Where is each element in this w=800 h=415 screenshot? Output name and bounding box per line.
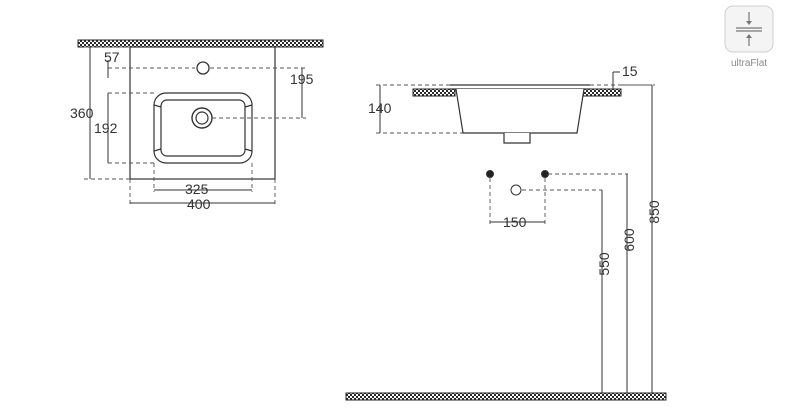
plan-tap-hole [196,61,210,75]
water-supply-left [486,170,494,178]
installation-view [345,84,667,401]
floor-hatch [345,392,667,401]
drain-point [510,184,522,196]
side-counter-hatch-left [412,88,456,97]
dim-drain-height: 550 [596,252,612,276]
dim-bowl-width: 325 [185,181,209,197]
water-supply-right [541,170,549,178]
badge-label: ultraFlat [731,58,767,69]
dim-basin-height: 140 [368,100,392,116]
dim-bowl-depth: 192 [94,120,118,136]
dim-overall-height: 850 [646,200,662,224]
dim-tap-to-bowl: 195 [290,71,314,87]
dim-overall-depth: 360 [70,105,94,121]
dim-water-spacing: 150 [503,214,527,230]
dim-rim-thickness: 15 [622,63,638,79]
dim-overall-width: 400 [187,196,211,212]
dim-water-height: 600 [621,228,637,252]
side-basin-profile [455,88,585,134]
plan-view [77,39,324,205]
side-counter-hatch-right [580,88,622,97]
dim-tap-offset: 57 [104,49,120,65]
ultraflat-compress-icon [736,12,762,46]
dimension-labels: 57 195 360 192 325 400 15 140 150 850 60… [70,49,662,276]
plan-wall-hatch [77,39,324,48]
ultraflat-badge: ultraFlat [724,5,774,69]
side-drain-stub [503,133,531,144]
side-view [376,71,655,144]
